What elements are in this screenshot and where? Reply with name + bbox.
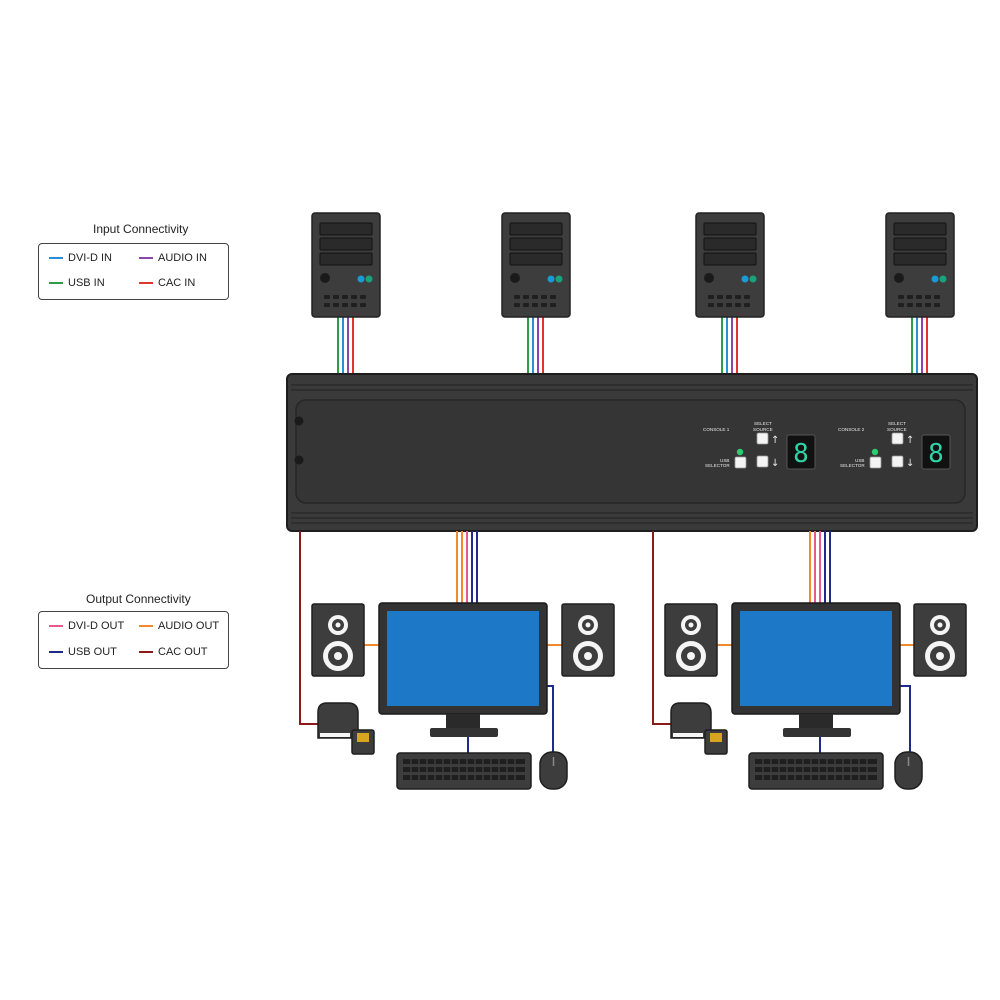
- console-1-led-display: [786, 434, 816, 470]
- console-1-usb-label-2: SELECTOR: [705, 463, 730, 468]
- console-1-select-label-1: SELECT: [754, 421, 772, 426]
- legend-label-dvi-out: DVI-D OUT: [68, 620, 125, 632]
- monitor-1: [378, 602, 548, 737]
- console-1-down-arrow-icon: ↓: [771, 458, 779, 469]
- legend-label-audio-out: AUDIO OUT: [158, 620, 220, 632]
- input-cables-pc4: [911, 316, 928, 376]
- speaker-right-2: [913, 603, 967, 677]
- console-1-display-digit: 8: [793, 439, 809, 469]
- console-2-usb-led: [871, 448, 879, 456]
- monitor-1-screen: [387, 611, 539, 706]
- input-cables-pc3: [721, 316, 738, 376]
- console-2-usb-selector-button[interactable]: [869, 456, 882, 469]
- speaker-left-2: [664, 603, 718, 677]
- console-2-usb-label-1: USB: [855, 458, 864, 463]
- console-2-select-up-button[interactable]: [891, 432, 904, 445]
- console-1-label: CONSOLE 1: [703, 427, 730, 432]
- swatch-dvi-in: [49, 257, 63, 259]
- keyboard-2: [748, 752, 884, 790]
- computer-tower-1: [311, 212, 381, 318]
- console-2-display-digit: 8: [928, 439, 944, 469]
- console-1-select-label-2: SOURCE: [753, 427, 773, 432]
- legend-item-usb-in: USB IN: [49, 277, 105, 289]
- legend-label-dvi-in: DVI-D IN: [68, 252, 112, 264]
- legend-item-dvi-in: DVI-D IN: [49, 252, 112, 264]
- console-1-up-arrow-icon: ↑: [771, 435, 779, 446]
- legend-item-usb-out: USB OUT: [49, 646, 117, 658]
- legend-item-cac-in: CAC IN: [139, 277, 195, 289]
- legend-item-dvi-out: DVI-D OUT: [49, 620, 124, 632]
- legend-item-audio-in: AUDIO IN: [139, 252, 207, 264]
- console-1-usb-label-1: USB: [720, 458, 729, 463]
- monitor-2: [731, 602, 901, 737]
- console-2-select-label-2: SOURCE: [887, 427, 907, 432]
- console-2-select-down-button[interactable]: [891, 455, 904, 468]
- output-legend-title: Output Connectivity: [86, 592, 191, 606]
- kvm-switch: [286, 373, 978, 532]
- console-1-select-down-button[interactable]: [756, 455, 769, 468]
- console-2-select-label-1: SELECT: [888, 421, 906, 426]
- legend-label-usb-in: USB IN: [68, 277, 105, 289]
- console-2-up-arrow-icon: ↑: [906, 435, 914, 446]
- console-1-select-up-button[interactable]: [756, 432, 769, 445]
- swatch-cac-in: [139, 282, 153, 284]
- legend-label-cac-in: CAC IN: [158, 277, 196, 289]
- legend-item-audio-out: AUDIO OUT: [139, 620, 219, 632]
- input-cables-pc2: [527, 316, 544, 376]
- swatch-audio-out: [139, 625, 153, 627]
- monitor-2-screen: [740, 611, 892, 706]
- output-legend-box: DVI-D OUT AUDIO OUT USB OUT CAC OUT: [38, 611, 229, 669]
- swatch-usb-out: [49, 651, 63, 653]
- mouse-2: [894, 751, 923, 790]
- output-cables-console-1: [299, 531, 562, 754]
- computer-tower-4: [885, 212, 955, 318]
- console-1-usb-selector-button[interactable]: [734, 456, 747, 469]
- swatch-cac-out: [139, 651, 153, 653]
- console-2-usb-label-2: SELECTOR: [840, 463, 865, 468]
- legend-label-audio-in: AUDIO IN: [158, 252, 207, 264]
- speaker-left-1: [311, 603, 365, 677]
- legend-label-cac-out: CAC OUT: [158, 646, 208, 658]
- mouse-1: [539, 751, 568, 790]
- swatch-dvi-out: [49, 625, 63, 627]
- speaker-right-1: [561, 603, 615, 677]
- card-reader-1: [317, 702, 375, 755]
- input-cables-pc1: [337, 316, 354, 376]
- card-reader-2: [670, 702, 728, 755]
- output-cables-console-2: [652, 531, 914, 754]
- swatch-usb-in: [49, 282, 63, 284]
- console-2-label: CONSOLE 2: [838, 427, 865, 432]
- input-legend-title: Input Connectivity: [93, 222, 189, 236]
- console-1-usb-led: [736, 448, 744, 456]
- legend-label-usb-out: USB OUT: [68, 646, 117, 658]
- keyboard-1: [396, 752, 532, 790]
- console-2-down-arrow-icon: ↓: [906, 458, 914, 469]
- computer-tower-2: [501, 212, 571, 318]
- computer-tower-3: [695, 212, 765, 318]
- console-1-panel: CONSOLE 1 SELECT SOURCE USB SELECTOR ↑ ↓…: [703, 421, 816, 470]
- input-legend-box: DVI-D IN AUDIO IN USB IN CAC IN: [38, 243, 229, 300]
- legend-item-cac-out: CAC OUT: [139, 646, 208, 658]
- swatch-audio-in: [139, 257, 153, 259]
- console-2-led-display: [921, 434, 951, 470]
- console-2-panel: CONSOLE 2 SELECT SOURCE USB SELECTOR ↑ ↓…: [838, 421, 951, 470]
